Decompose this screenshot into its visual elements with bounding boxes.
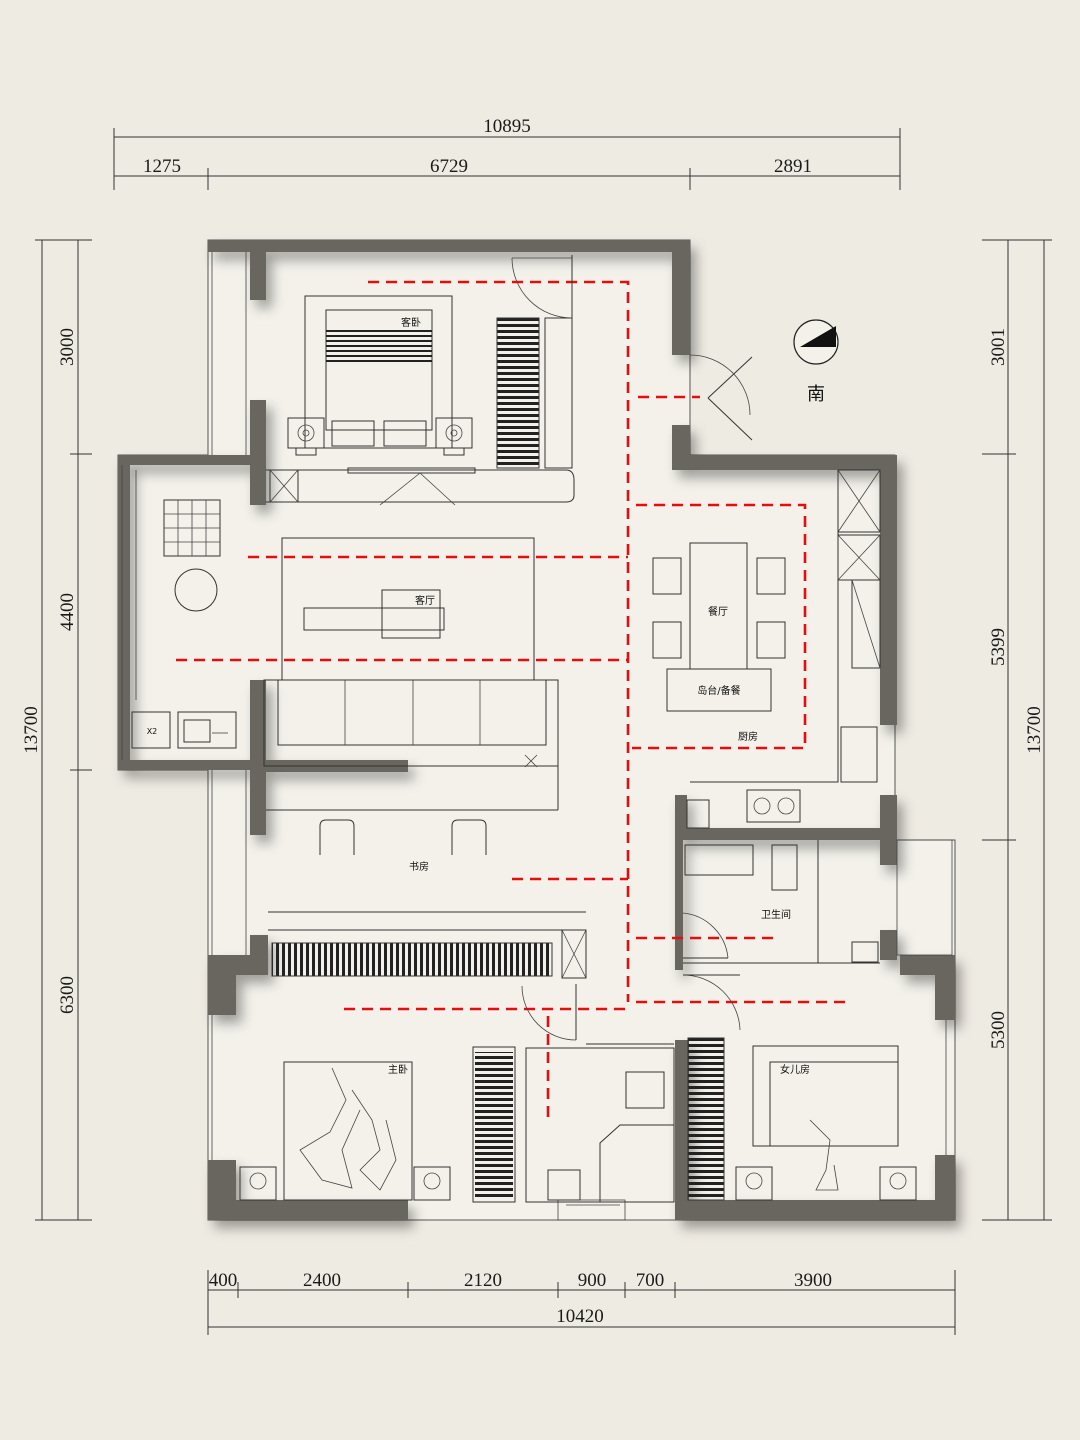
dim-top-seg-3: 2891 — [774, 156, 812, 177]
windows — [121, 252, 953, 1221]
compass-arrow-icon — [800, 326, 836, 347]
dim-bottom-seg-2: 2400 — [303, 1270, 341, 1291]
dim-top-seg-1: 1275 — [143, 156, 181, 177]
bed-stripes — [326, 330, 432, 362]
dim-left-seg-2: 4400 — [57, 593, 78, 631]
entry-door — [689, 354, 753, 441]
dimension-top: 10895 1275 6729 2891 — [113, 116, 901, 190]
dim-bottom-total: 10420 — [556, 1306, 604, 1327]
dim-left-seg-1: 3000 — [57, 328, 78, 366]
dim-left-total: 13700 — [21, 706, 42, 754]
room-label-dining: 餐厅 — [708, 605, 728, 618]
master-bedroom: 主卧 — [239, 984, 577, 1203]
room-label-bathroom: 卫生间 — [761, 908, 791, 921]
living-room: X2 客厅 — [131, 499, 559, 767]
washer-label: X2 — [147, 727, 158, 736]
dim-bottom-seg-1: 400 — [209, 1270, 238, 1291]
room-label-guest-bedroom: 客卧 — [401, 316, 421, 329]
dim-bottom-seg-5: 700 — [636, 1270, 665, 1291]
dimension-bottom: 400 2400 2120 900 700 3900 10420 — [207, 1270, 956, 1335]
dimension-right: 13700 3001 5399 5300 — [982, 239, 1052, 1221]
dim-top-seg-2: 6729 — [430, 156, 468, 177]
dimension-left: 13700 3000 4400 6300 — [21, 239, 92, 1221]
dim-left-seg-3: 6300 — [57, 976, 78, 1014]
walls — [118, 240, 955, 1220]
dim-right-seg-2: 5399 — [988, 628, 1009, 666]
room-label-kitchen: 厨房 — [738, 730, 758, 743]
dim-bottom-seg-6: 3900 — [794, 1270, 832, 1291]
room-label-island: 岛台/备餐 — [697, 684, 740, 697]
room-label-master: 主卧 — [388, 1063, 408, 1076]
dim-right-total: 13700 — [1024, 706, 1045, 754]
dim-right-seg-1: 3001 — [988, 328, 1009, 366]
room-label-study: 书房 — [409, 860, 429, 873]
compass-label: 南 — [807, 384, 825, 405]
compass: 南 — [793, 319, 839, 405]
daughter-room: 女儿房 — [682, 974, 917, 1201]
room-label-daughter: 女儿房 — [780, 1063, 810, 1076]
dim-top-total: 10895 — [483, 116, 531, 137]
guest-bedroom: 客卧 — [266, 255, 575, 506]
bathroom: 卫生间 — [682, 840, 880, 964]
room-label-living: 客厅 — [415, 594, 435, 607]
circulation-paths — [176, 280, 846, 1122]
dining-kitchen: 餐厅 岛台/备餐 厨房 — [652, 469, 881, 829]
dim-bottom-seg-4: 900 — [578, 1270, 607, 1291]
study: 书房 — [266, 754, 587, 979]
dim-right-seg-3: 5300 — [988, 1011, 1009, 1049]
master-bath — [525, 1043, 675, 1203]
dim-bottom-seg-3: 2120 — [464, 1270, 502, 1291]
